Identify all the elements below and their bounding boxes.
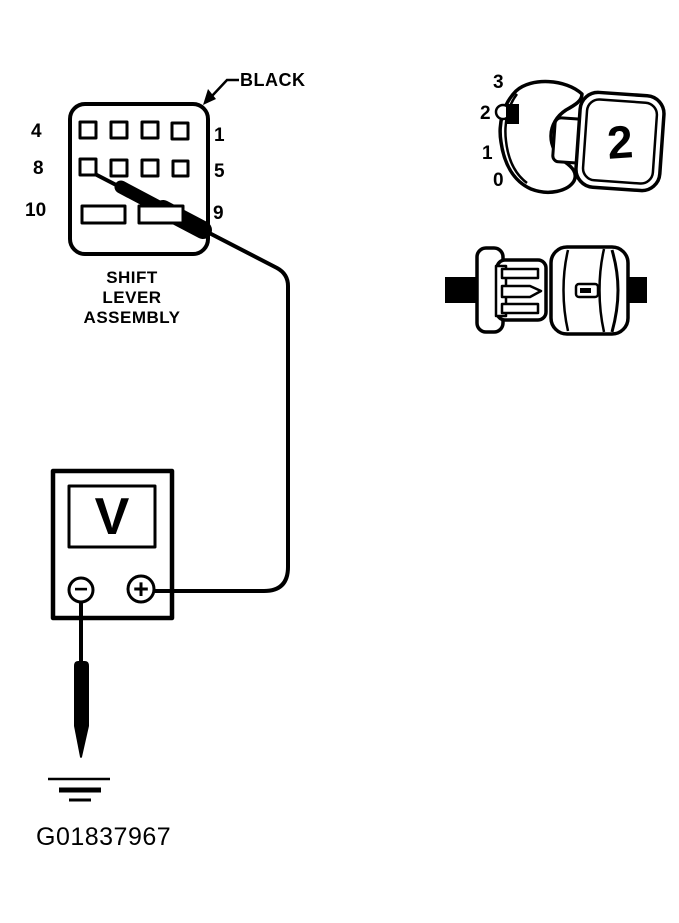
pin-label-9: 9	[213, 203, 224, 224]
position-marker-icon	[506, 104, 519, 124]
female-connector	[549, 245, 630, 336]
gear-selector-dial	[494, 79, 666, 194]
connector-halves	[445, 245, 647, 336]
connector-slot-pin	[80, 204, 127, 225]
voltmeter-display-label: V	[94, 487, 130, 546]
positive-terminal-icon	[126, 574, 156, 604]
indicated-position-label: 2	[605, 115, 635, 169]
black-callout-arrow	[203, 78, 239, 105]
male-connector	[475, 246, 548, 334]
assembly-caption-line: LEVER	[102, 288, 162, 307]
connector-outline	[68, 102, 210, 256]
dial-position-1: 1	[482, 143, 493, 164]
wire-color-label: BLACK	[240, 70, 306, 90]
minus-icon: −	[73, 576, 88, 603]
plus-icon: +	[133, 573, 149, 604]
dial-position-2: 2	[480, 103, 491, 124]
dial-position-0: 0	[493, 170, 504, 191]
assembly-caption-line: ASSEMBLY	[83, 308, 181, 327]
pin-label-8: 8	[33, 158, 44, 179]
voltmeter-display	[67, 484, 157, 549]
ground-symbol-icon	[48, 777, 110, 802]
voltmeter-body	[50, 468, 175, 621]
assembly-caption: SHIFT LEVER ASSEMBLY	[57, 268, 207, 328]
shift-lever-connector	[68, 102, 210, 256]
connector-slot-pin	[137, 204, 185, 225]
dial-position-3: 3	[493, 72, 504, 93]
pin-label-10: 10	[25, 200, 47, 221]
indicator-plate	[574, 90, 666, 193]
connector-pins	[78, 120, 190, 225]
ground-probe-icon	[74, 661, 89, 758]
terminal-fork-icon	[494, 264, 543, 318]
wire-stub-icon	[626, 277, 647, 303]
figure-id: G01837967	[36, 823, 172, 851]
pin-label-1: 1	[214, 125, 225, 146]
pin-label-5: 5	[214, 161, 225, 182]
assembly-caption-line: SHIFT	[106, 268, 158, 287]
arrowhead-icon	[203, 89, 216, 105]
ground-lead	[48, 602, 110, 802]
dial-crescent	[498, 79, 584, 194]
voltmeter	[50, 468, 175, 621]
pin-label-4: 4	[31, 121, 42, 142]
wire-stub-icon	[445, 277, 479, 303]
